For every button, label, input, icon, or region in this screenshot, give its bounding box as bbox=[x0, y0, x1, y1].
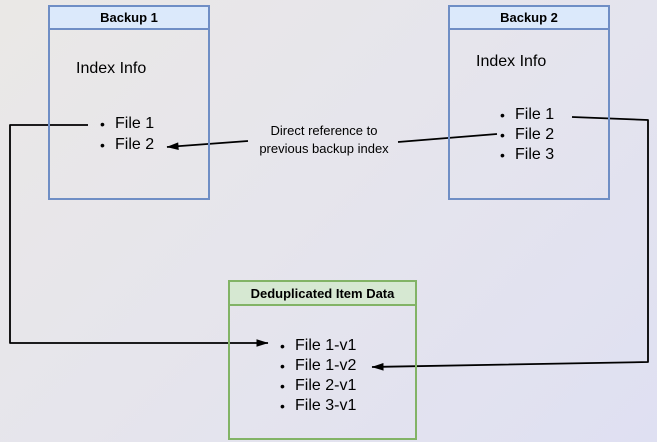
list-item: • File 1-v2 bbox=[280, 356, 356, 376]
file-label: File 2 bbox=[115, 135, 155, 153]
node-dedup: Deduplicated Item Data • File 1-v1 • Fil… bbox=[228, 280, 417, 440]
bullet-icon: • bbox=[500, 147, 505, 163]
file-label: File 1-v2 bbox=[295, 357, 357, 374]
node-dedup-file-list: • File 1-v1 • File 1-v2 • File 2-v1 • Fi… bbox=[280, 336, 356, 416]
node-backup1-subtitle: Index Info bbox=[76, 60, 147, 77]
node-backup2-file-list: • File 1 • File 2 • File 3 bbox=[500, 105, 554, 165]
list-item: • File 2 bbox=[100, 134, 154, 155]
bullet-icon: • bbox=[280, 378, 285, 394]
file-label: File 3 bbox=[515, 146, 555, 163]
list-item: • File 3-v1 bbox=[280, 396, 356, 416]
bullet-icon: • bbox=[100, 115, 105, 132]
file-label: File 2-v1 bbox=[295, 377, 357, 394]
edge-label-line1: Direct reference to bbox=[270, 123, 378, 138]
file-label: File 1-v1 bbox=[295, 337, 357, 354]
node-backup1: Backup 1 Index Info • File 1 • File 2 bbox=[48, 5, 210, 200]
bullet-icon: • bbox=[500, 107, 505, 123]
file-label: File 3-v1 bbox=[295, 397, 357, 414]
node-backup2-subtitle: Index Info bbox=[476, 53, 547, 70]
list-item: • File 1 bbox=[500, 105, 554, 125]
node-backup2-title: Backup 2 bbox=[450, 7, 608, 30]
node-backup1-title: Backup 1 bbox=[50, 7, 208, 30]
file-label: File 2 bbox=[515, 126, 555, 143]
node-dedup-title: Deduplicated Item Data bbox=[230, 282, 415, 306]
bullet-icon: • bbox=[280, 358, 285, 374]
file-label: File 1 bbox=[115, 114, 155, 132]
file-label: File 1 bbox=[515, 106, 555, 123]
list-item: • File 1-v1 bbox=[280, 336, 356, 356]
list-item: • File 1 bbox=[100, 113, 154, 134]
bullet-icon: • bbox=[280, 338, 285, 354]
node-backup1-file-list: • File 1 • File 2 bbox=[100, 113, 154, 155]
edge-label-direct-reference: Direct reference to previous backup inde… bbox=[242, 122, 406, 158]
bullet-icon: • bbox=[280, 398, 285, 414]
list-item: • File 2-v1 bbox=[280, 376, 356, 396]
list-item: • File 2 bbox=[500, 125, 554, 145]
list-item: • File 3 bbox=[500, 145, 554, 165]
edge-label-line2: previous backup index bbox=[259, 141, 389, 156]
node-backup2: Backup 2 Index Info • File 1 • File 2 • … bbox=[448, 5, 610, 200]
bullet-icon: • bbox=[500, 127, 505, 143]
bullet-icon: • bbox=[100, 136, 105, 153]
